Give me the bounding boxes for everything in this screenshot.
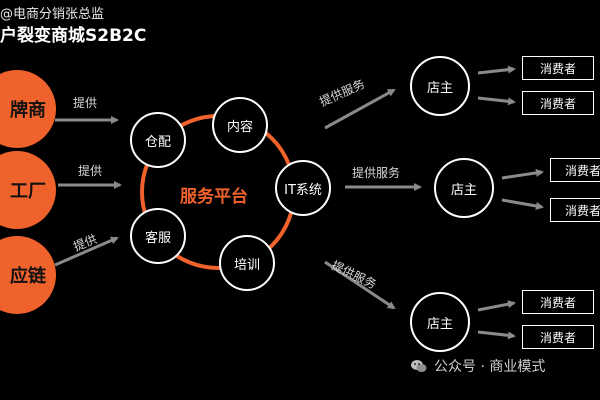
wechat-icon (411, 360, 427, 372)
hub-node-warehouse: 仓配 (130, 112, 186, 168)
shop-node-1: 店主 (410, 56, 470, 116)
consumer-box-2: 消费者 (522, 91, 594, 115)
consumer-box-3: 消费者 (550, 158, 600, 182)
arrow-label-left-1: 提供 (73, 96, 98, 110)
arrow-left-3 (54, 236, 119, 267)
arrow-shop3-consumer1 (477, 300, 516, 312)
arrow-right-3 (324, 260, 396, 310)
consumer-box-5: 消费者 (522, 290, 594, 314)
arrow-shop2-consumer2 (501, 198, 544, 210)
arrow-label-left-2: 提供 (78, 164, 103, 178)
arrow-right-1 (324, 88, 396, 130)
arrow-shop1-consumer1 (477, 65, 516, 75)
arrow-shop3-consumer2 (477, 330, 516, 340)
consumer-box-6: 消费者 (522, 325, 594, 349)
hub-node-content: 内容 (212, 97, 268, 153)
hub-center-label: 服务平台 (180, 187, 248, 207)
consumer-box-1: 消费者 (522, 56, 594, 80)
arrow-label-right-2: 提供服务 (352, 166, 401, 180)
shop-node-3: 店主 (410, 292, 470, 352)
watermark-text: 公众号 · 商业模式 (434, 359, 546, 375)
shop-node-2: 店主 (434, 158, 494, 218)
hub-node-customer-service: 客服 (130, 208, 186, 264)
arrow-shop2-consumer1 (501, 168, 544, 180)
hub-node-it-system: IT系统 (275, 160, 331, 216)
author-line: @电商分销张总监 (0, 7, 105, 22)
hub-node-training: 培训 (219, 235, 275, 291)
consumer-box-4: 消费者 (550, 198, 600, 222)
arrow-shop1-consumer2 (477, 96, 516, 106)
diagram-title: 户裂变商城S2B2C (0, 26, 147, 46)
watermark: 公众号 · 商业模式 (410, 356, 545, 376)
